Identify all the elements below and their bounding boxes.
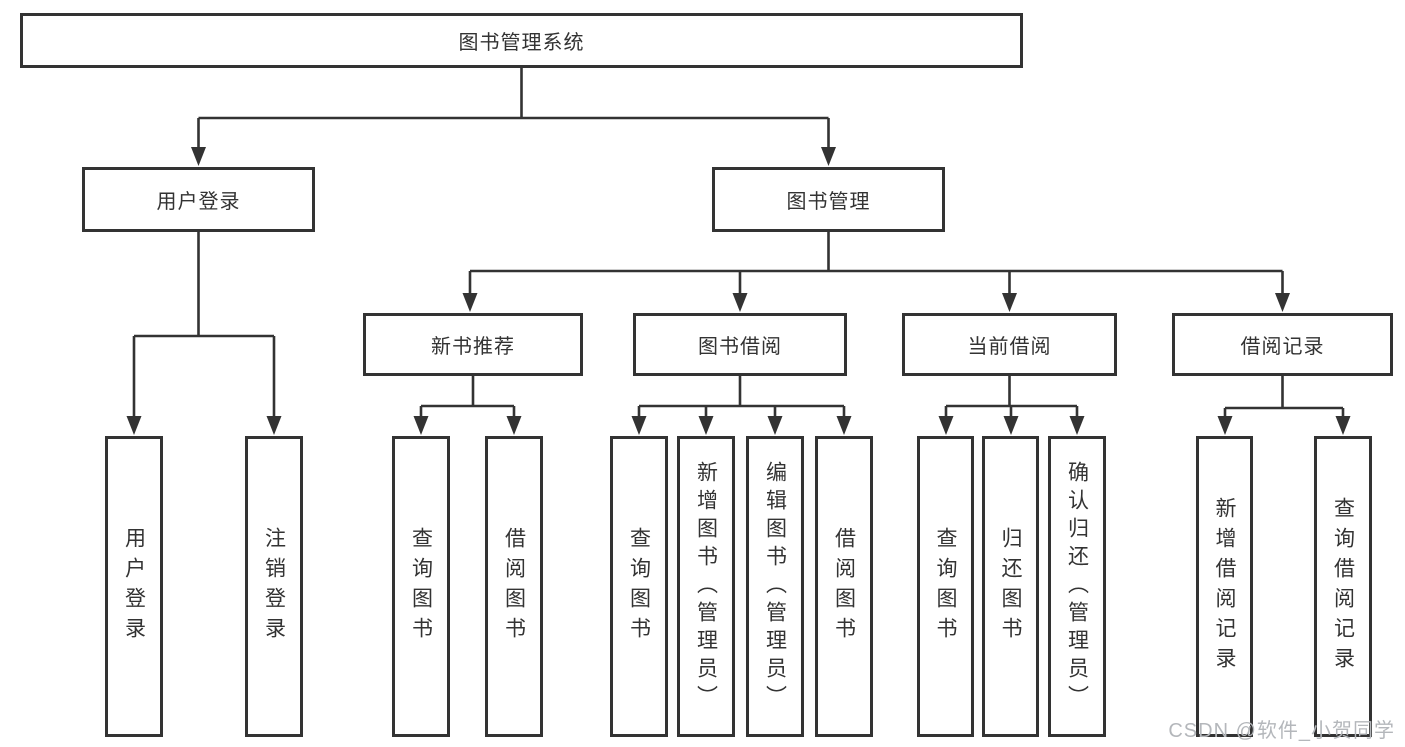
leaf-query-books-current: 查询图书: [917, 436, 974, 737]
leaf-query-books-recommend: 查询图书: [392, 436, 450, 737]
node-book-management-label: 图书管理: [786, 191, 871, 213]
leaf-confirm-return-admin-label: 确认归还（管理员）: [1065, 460, 1089, 713]
leaf-borrow-books-borrowing: 借阅图书: [815, 436, 873, 737]
node-user-login: 用户登录: [82, 167, 315, 232]
leaf-borrow-books-recommend-label: 借阅图书: [502, 526, 526, 647]
node-borrowing-records: 借阅记录: [1172, 313, 1393, 376]
leaf-user-login-label: 用户登录: [122, 526, 146, 647]
leaf-query-books-borrowing-label: 查询图书: [627, 526, 651, 647]
node-borrowing-records-label: 借阅记录: [1240, 336, 1325, 358]
node-root: 图书管理系统: [20, 13, 1023, 68]
leaf-query-books-recommend-label: 查询图书: [409, 526, 433, 647]
watermark: CSDN @软件_小贺同学: [1168, 720, 1395, 742]
node-new-book-recommendation: 新书推荐: [363, 313, 583, 376]
node-current-borrowing: 当前借阅: [902, 313, 1117, 376]
leaf-return-books-label: 归还图书: [999, 526, 1022, 647]
node-new-book-recommendation-label: 新书推荐: [431, 336, 515, 358]
node-book-management: 图书管理: [712, 167, 945, 232]
leaf-add-book-admin-label: 新增图书（管理员）: [694, 460, 718, 713]
node-root-label: 图书管理系统: [458, 32, 585, 54]
leaf-confirm-return-admin: 确认归还（管理员）: [1048, 436, 1106, 737]
leaf-query-books-borrowing: 查询图书: [610, 436, 668, 737]
leaf-add-borrow-record-label: 新增借阅记录: [1213, 496, 1236, 677]
leaf-return-books: 归还图书: [982, 436, 1039, 737]
leaf-logout: 注销登录: [245, 436, 303, 737]
leaf-edit-book-admin-label: 编辑图书（管理员）: [763, 460, 787, 713]
leaf-borrow-books-borrowing-label: 借阅图书: [832, 526, 856, 647]
leaf-query-borrow-record: 查询借阅记录: [1314, 436, 1372, 737]
node-book-borrowing: 图书借阅: [633, 313, 847, 376]
leaf-user-login: 用户登录: [105, 436, 163, 737]
leaf-add-book-admin: 新增图书（管理员）: [677, 436, 735, 737]
leaf-query-books-current-label: 查询图书: [934, 526, 957, 647]
node-book-borrowing-label: 图书借阅: [698, 336, 782, 358]
leaf-edit-book-admin: 编辑图书（管理员）: [746, 436, 804, 737]
node-current-borrowing-label: 当前借阅: [967, 336, 1052, 358]
node-user-login-label: 用户登录: [156, 191, 241, 213]
leaf-add-borrow-record: 新增借阅记录: [1196, 436, 1253, 737]
leaf-borrow-books-recommend: 借阅图书: [485, 436, 543, 737]
leaf-logout-label: 注销登录: [262, 526, 286, 647]
leaf-query-borrow-record-label: 查询借阅记录: [1331, 496, 1355, 677]
